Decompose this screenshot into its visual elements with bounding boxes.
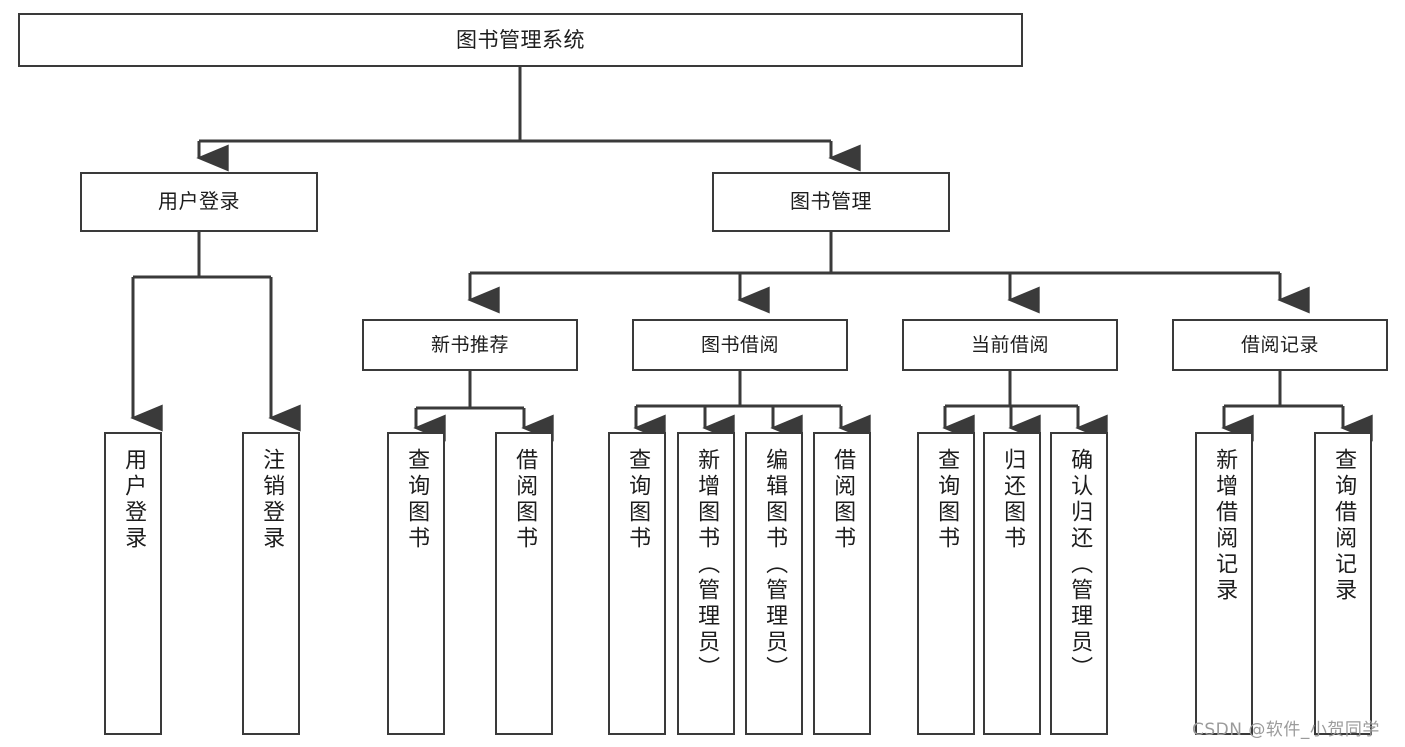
node-label: 新书推荐 <box>430 333 509 356</box>
node-label: 借阅记录 <box>1240 333 1319 356</box>
node-label: 注销登录 <box>259 448 285 552</box>
node-label: 借阅图书 <box>830 448 856 552</box>
node-label: 新增图书（管理员） <box>694 448 720 682</box>
node-user-login[interactable]: 用户登录 <box>80 172 318 232</box>
node-label: 用户登录 <box>121 448 147 552</box>
leaf-edit-book-admin[interactable]: 编辑图书（管理员） <box>745 432 803 735</box>
leaf-borrow-book[interactable]: 借阅图书 <box>813 432 871 735</box>
node-label: 查询借阅记录 <box>1331 448 1357 604</box>
node-label: 图书管理系统 <box>456 27 585 52</box>
leaf-confirm-return-admin[interactable]: 确认归还（管理员） <box>1050 432 1108 735</box>
node-label: 确认归还（管理员） <box>1067 448 1093 682</box>
node-book-management[interactable]: 图书管理 <box>712 172 950 232</box>
node-borrow-record[interactable]: 借阅记录 <box>1172 319 1388 371</box>
node-label: 查询图书 <box>625 448 651 552</box>
leaf-query-book-new[interactable]: 查询图书 <box>387 432 445 735</box>
node-label: 查询图书 <box>404 448 430 552</box>
node-book-borrow[interactable]: 图书借阅 <box>632 319 848 371</box>
watermark-text: CSDN @软件_小贺同学 <box>1192 720 1380 740</box>
leaf-borrow-book-new[interactable]: 借阅图书 <box>495 432 553 735</box>
node-label: 图书管理 <box>790 189 872 214</box>
node-root[interactable]: 图书管理系统 <box>18 13 1023 67</box>
leaf-query-book-current[interactable]: 查询图书 <box>917 432 975 735</box>
node-label: 编辑图书（管理员） <box>762 448 788 682</box>
node-label: 用户登录 <box>158 189 240 214</box>
leaf-return-book[interactable]: 归还图书 <box>983 432 1041 735</box>
leaf-logout[interactable]: 注销登录 <box>242 432 300 735</box>
node-new-book-recommend[interactable]: 新书推荐 <box>362 319 578 371</box>
node-current-borrow[interactable]: 当前借阅 <box>902 319 1118 371</box>
node-label: 图书借阅 <box>700 333 779 356</box>
node-label: 查询图书 <box>934 448 960 552</box>
node-label: 新增借阅记录 <box>1212 448 1238 604</box>
leaf-user-login[interactable]: 用户登录 <box>104 432 162 735</box>
leaf-query-book-borrow[interactable]: 查询图书 <box>608 432 666 735</box>
node-label: 当前借阅 <box>970 333 1049 356</box>
node-label: 借阅图书 <box>512 448 538 552</box>
node-label: 归还图书 <box>1000 448 1026 552</box>
leaf-query-borrow-record[interactable]: 查询借阅记录 <box>1314 432 1372 735</box>
leaf-add-book-admin[interactable]: 新增图书（管理员） <box>677 432 735 735</box>
leaf-add-borrow-record[interactable]: 新增借阅记录 <box>1195 432 1253 735</box>
